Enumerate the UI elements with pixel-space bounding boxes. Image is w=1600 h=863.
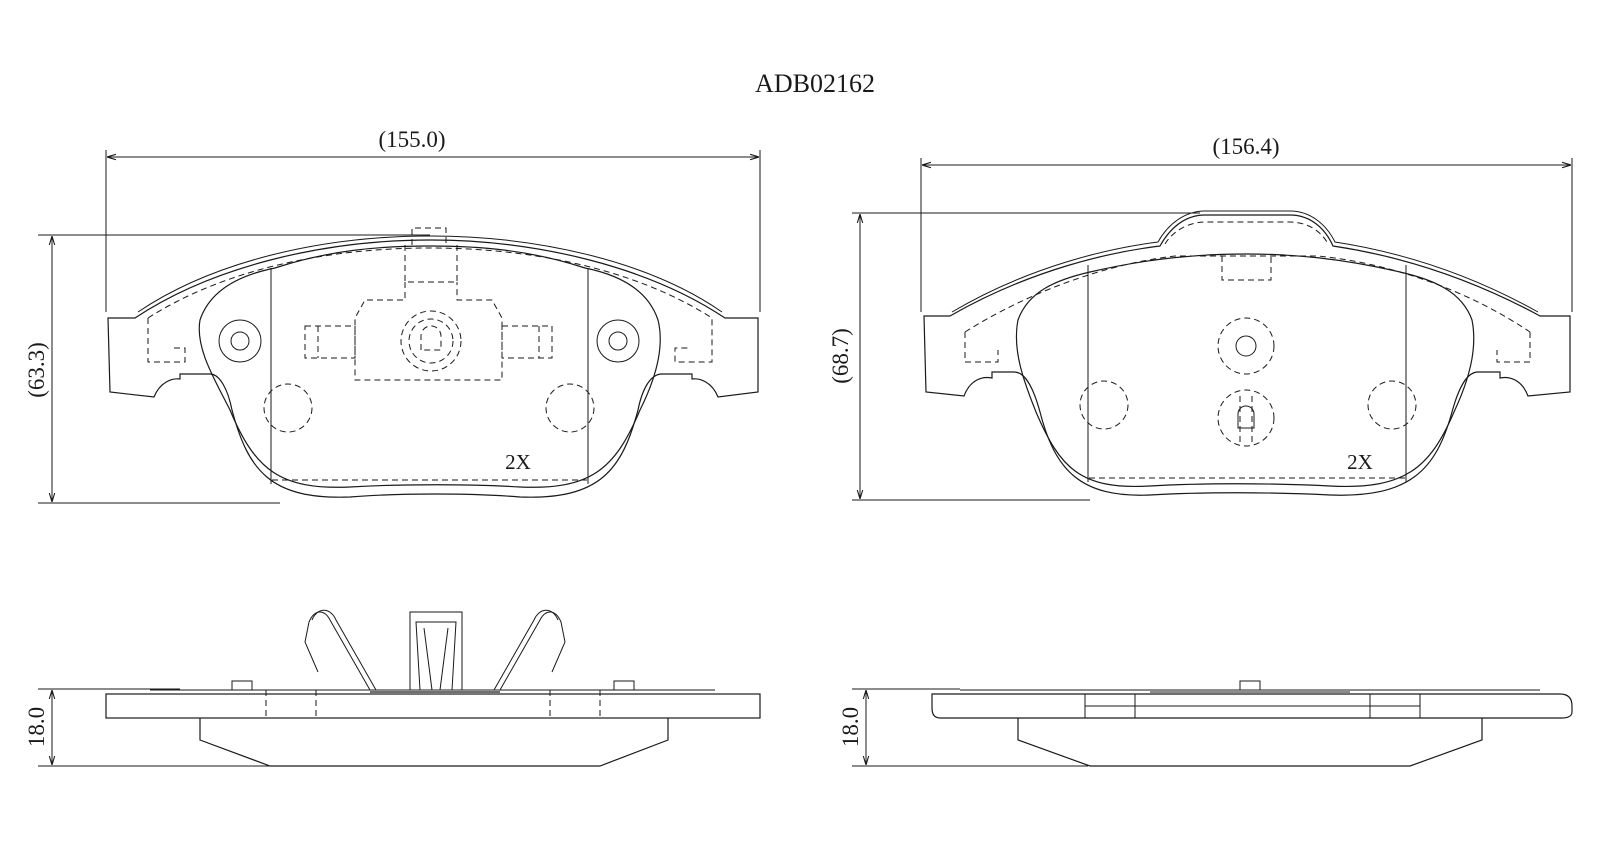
left-side-backing-plate: [105, 693, 761, 719]
right-backing-plate-outline: [923, 214, 1571, 496]
left-backing-plate-outline: [107, 239, 759, 498]
right-side-backing-plate: [931, 693, 1573, 719]
right-pad-hole-upper: [1217, 317, 1275, 375]
left-quantity-note: 2X: [505, 450, 531, 474]
right-side-friction: [1017, 718, 1483, 767]
left-thickness-dimension: 18.0: [24, 707, 49, 747]
right-friction-material: [1015, 253, 1475, 488]
left-pad-hole-1: [218, 319, 262, 363]
right-quantity-note: 2X: [1347, 450, 1373, 474]
right-width-dimension: (156.4): [1212, 134, 1279, 159]
right-pad-side-view: 18.0: [838, 680, 1573, 767]
left-clip-spring-right: [499, 611, 566, 691]
left-side-friction: [199, 718, 669, 767]
left-pad-front-view: (155.0) (63.3) 2X: [24, 127, 761, 504]
left-pad-hole-2: [596, 319, 640, 363]
left-height-dimension: (63.3): [24, 342, 49, 398]
left-clip-spring-left: [304, 611, 371, 691]
left-pad-side-view: 18.0: [24, 609, 761, 767]
left-width-dimension: (155.0): [378, 127, 445, 152]
drawing-title: ADB02162: [755, 69, 875, 98]
left-friction-material: [198, 245, 661, 488]
right-height-dimension: (68.7): [828, 328, 853, 384]
left-pad-wear-sensor: [400, 310, 462, 372]
left-clip-center: [409, 611, 463, 690]
right-thickness-dimension: 18.0: [838, 707, 863, 747]
right-pad-front-view: (156.4) (68.7) 2X: [828, 134, 1573, 501]
right-pad-wear-sensor: [1217, 389, 1275, 447]
